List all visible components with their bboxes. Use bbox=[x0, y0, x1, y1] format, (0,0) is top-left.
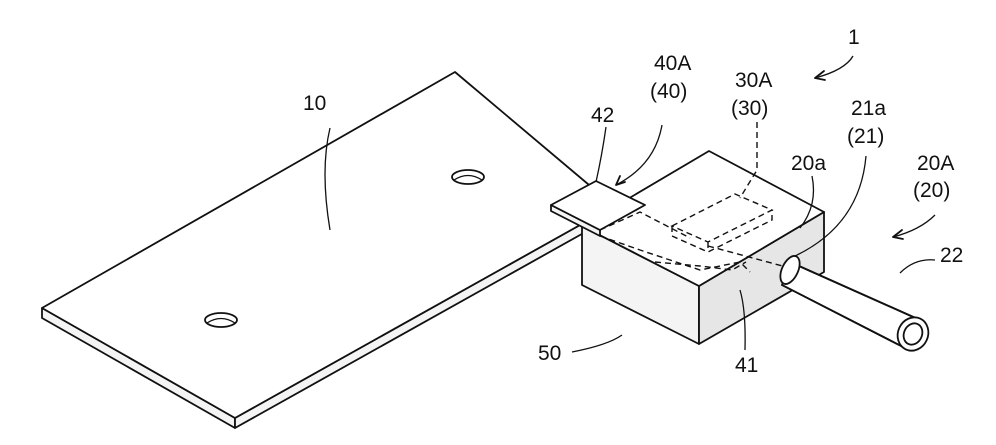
label-1: 1 bbox=[848, 26, 860, 49]
label-20a: 20a bbox=[791, 152, 826, 175]
label-20: (20) bbox=[913, 179, 950, 202]
leader-40A bbox=[616, 125, 662, 185]
leader-22 bbox=[900, 260, 935, 273]
arrow-20A-shaft bbox=[893, 215, 935, 237]
label-41: 41 bbox=[735, 354, 758, 377]
label-20A: 20A bbox=[917, 152, 954, 175]
flat-plate-10 bbox=[42, 72, 614, 428]
leader-50 bbox=[572, 335, 622, 352]
label-50: 50 bbox=[538, 342, 561, 365]
label-30A: 30A bbox=[735, 69, 772, 92]
label-21a: 21a bbox=[851, 97, 886, 120]
fiber-tube-20 bbox=[776, 253, 933, 356]
label-21: (21) bbox=[847, 125, 884, 148]
label-22: 22 bbox=[940, 244, 963, 267]
label-40: (40) bbox=[650, 80, 687, 103]
leader-42 bbox=[596, 127, 606, 182]
label-42: 42 bbox=[591, 104, 614, 127]
label-10: 10 bbox=[303, 92, 326, 115]
label-30: (30) bbox=[731, 97, 768, 120]
label-40A: 40A bbox=[654, 52, 691, 75]
